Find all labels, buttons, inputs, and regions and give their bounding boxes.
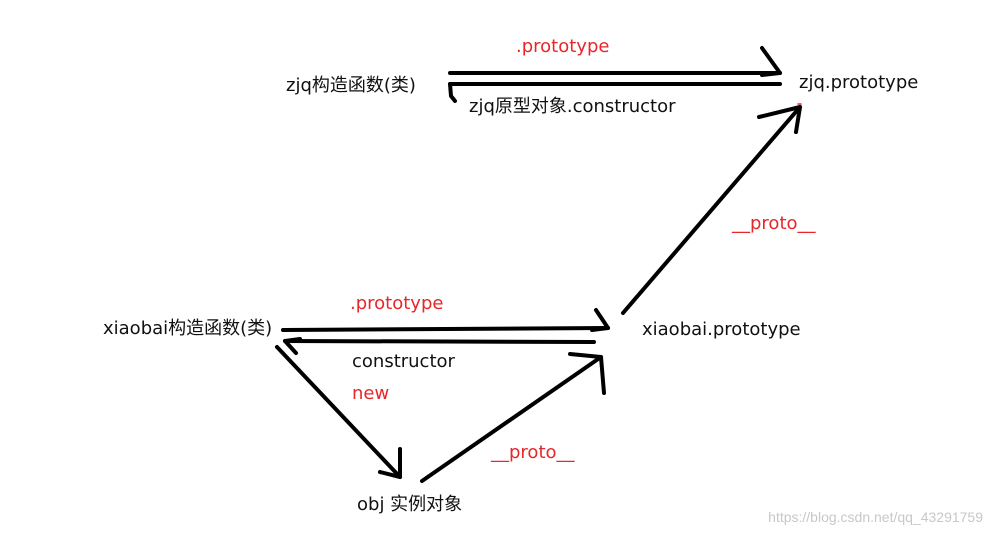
node-zjq-prototype: zjq.prototype <box>799 72 919 93</box>
watermark: https://blog.csdn.net/qq_43291759 <box>768 509 983 525</box>
edge-label-new: new <box>352 383 390 404</box>
node-zjq-constructor: zjq构造函数(类) <box>286 75 416 96</box>
edge-label-zjq-prototype: .prototype <box>516 36 610 57</box>
edge-label-zjq-constructor: zjq原型对象.constructor <box>469 96 676 117</box>
edge-label-obj-proto: __proto__ <box>491 442 575 463</box>
edge-label-xiaobai-proto: __proto__ <box>732 213 816 234</box>
arrow-obj-proto <box>420 352 606 483</box>
edge-label-xiaobai-prototype: .prototype <box>350 293 444 314</box>
node-xiaobai-prototype: xiaobai.prototype <box>642 319 801 340</box>
arrow-xiaobai-constructor <box>283 337 596 355</box>
arrow-zjq-constructor <box>448 82 782 103</box>
edge-label-xiaobai-constructor: constructor <box>352 351 455 372</box>
node-xiaobai-constructor: xiaobai构造函数(类) <box>103 318 273 339</box>
node-obj-instance: obj 实例对象 <box>357 494 463 515</box>
arrow-new <box>275 345 402 479</box>
arrow-xiaobai-prototype <box>281 308 610 332</box>
arrow-xiaobai-proto <box>621 105 802 315</box>
arrow-zjq-prototype <box>448 46 782 77</box>
